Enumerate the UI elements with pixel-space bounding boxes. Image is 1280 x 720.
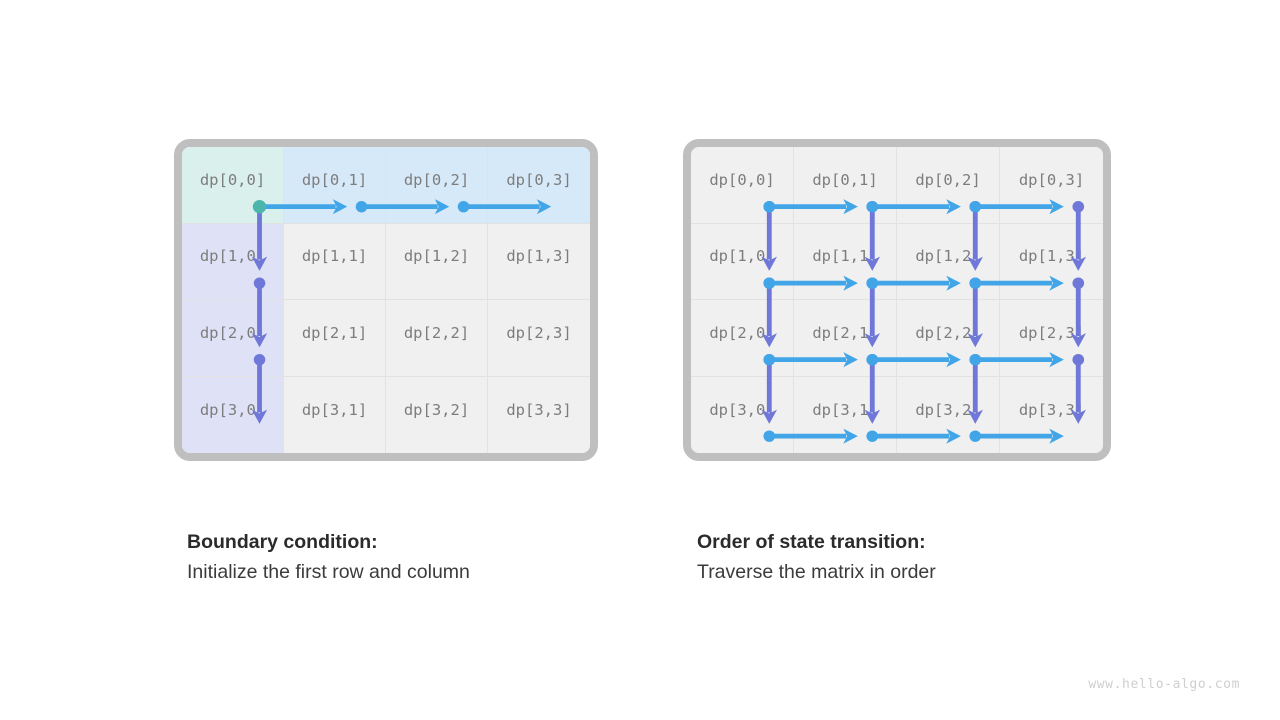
dp-cell-label: dp[1,3] [1018,247,1085,266]
dp-cell-3-2: dp[3,2] [386,376,488,453]
dp-cell-1-1: dp[1,1] [284,223,386,300]
dp-cell-label: dp[0,0] [199,170,266,189]
dp-cell-label: dp[1,1] [812,247,878,266]
dp-cell-0-3: dp[0,3] [488,147,590,224]
dp-grid-right: dp[0,0] dp[0,1] dp[0,2] dp[0,3] dp[1,0] dp[1,… [691,147,1103,453]
dp-cell-1-3: dp[1,3] [488,223,590,300]
dp-cell-label: dp[0,2] [915,170,981,189]
dp-cell-label: dp[1,2] [915,247,981,266]
dp-cell-label: dp[2,0] [199,323,266,342]
dp-cell-2-3: dp[2,3] [488,300,590,377]
dp-cell-2-3: dp[2,3] [1000,300,1103,377]
dp-cell-label: dp[1,0] [709,247,775,266]
dp-cell-label: dp[0,2] [403,170,470,189]
dp-cell-label: dp[2,3] [506,323,572,342]
matrix-panel-boundary-condition: dp[0,0] dp[0,1] dp[0,2] dp[0,3] dp[1,0] dp[1,… [174,139,598,461]
dp-cell-label: dp[1,3] [506,247,572,266]
dp-cell-3-1: dp[3,1] [794,376,897,453]
matrix-panel-state-transition-order: dp[0,0] dp[0,1] dp[0,2] dp[0,3] dp[1,0] dp[1,… [683,139,1111,461]
dp-cell-label: dp[3,2] [403,400,470,419]
dp-cell-label: dp[3,0] [199,400,266,419]
dp-cell-2-1: dp[2,1] [284,300,386,377]
dp-cell-label: dp[3,1] [301,400,368,419]
dp-cell-label: dp[2,1] [812,323,878,342]
dp-cell-label: dp[0,1] [301,170,368,189]
dp-cell-label: dp[0,0] [709,170,775,189]
dp-cell-label: dp[1,2] [403,247,470,266]
dp-cell-0-0: dp[0,0] [691,147,794,224]
dp-cell-3-3: dp[3,3] [488,376,590,453]
dp-cell-1-0: dp[1,0] [691,223,794,300]
dp-cell-label: dp[2,2] [915,323,981,342]
dp-cell-1-2: dp[1,2] [897,223,1000,300]
dp-cell-label: dp[3,0] [709,400,775,419]
dp-cell-2-0: dp[2,0] [182,300,284,377]
caption-title-left: Boundary condition: [187,531,378,553]
dp-cell-2-2: dp[2,2] [386,300,488,377]
dp-cell-label: dp[2,1] [301,323,368,342]
dp-cell-1-1: dp[1,1] [794,223,897,300]
dp-cell-label: dp[3,2] [915,400,981,419]
dp-cell-label: dp[2,0] [709,323,775,342]
caption-text-left: Initialize the first row and column [187,561,470,583]
dp-cell-2-0: dp[2,0] [691,300,794,377]
dp-cell-3-0: dp[3,0] [691,376,794,453]
dp-cell-label: dp[0,1] [812,170,878,189]
caption-text-right: Traverse the matrix in order [697,561,936,583]
dp-cell-0-1: dp[0,1] [284,147,386,224]
dp-cell-0-1: dp[0,1] [794,147,897,224]
dp-cell-2-1: dp[2,1] [794,300,897,377]
site-watermark: www.hello-algo.com [1088,677,1240,692]
dp-cell-0-2: dp[0,2] [386,147,488,224]
dp-cell-1-2: dp[1,2] [386,223,488,300]
dp-cell-1-3: dp[1,3] [1000,223,1103,300]
dp-cell-label: dp[0,3] [506,170,572,189]
dp-cell-1-0: dp[1,0] [182,223,284,300]
dp-cell-label: dp[2,2] [403,323,470,342]
dp-cell-label: dp[3,1] [812,400,878,419]
dp-cell-0-2: dp[0,2] [897,147,1000,224]
dp-cell-label: dp[1,0] [199,247,266,266]
dp-cell-2-2: dp[2,2] [897,300,1000,377]
dp-cell-3-3: dp[3,3] [1000,376,1103,453]
caption-boundary-condition: Boundary condition: Initialize the first… [187,528,667,588]
caption-title-right: Order of state transition: [697,531,926,553]
dp-cell-3-0: dp[3,0] [182,376,284,453]
dp-cell-label: dp[3,3] [1018,400,1085,419]
dp-grid-left: dp[0,0] dp[0,1] dp[0,2] dp[0,3] dp[1,0] dp[1,… [182,147,590,453]
dp-cell-label: dp[0,3] [1018,170,1085,189]
dp-cell-0-0: dp[0,0] [182,147,284,224]
dp-cell-0-3: dp[0,3] [1000,147,1103,224]
caption-state-transition-order: Order of state transition: Traverse the … [697,528,1177,588]
dp-cell-3-2: dp[3,2] [897,376,1000,453]
dp-cell-label: dp[1,1] [301,247,368,266]
dp-cell-label: dp[3,3] [506,400,572,419]
dp-cell-3-1: dp[3,1] [284,376,386,453]
dp-cell-label: dp[2,3] [1018,323,1085,342]
